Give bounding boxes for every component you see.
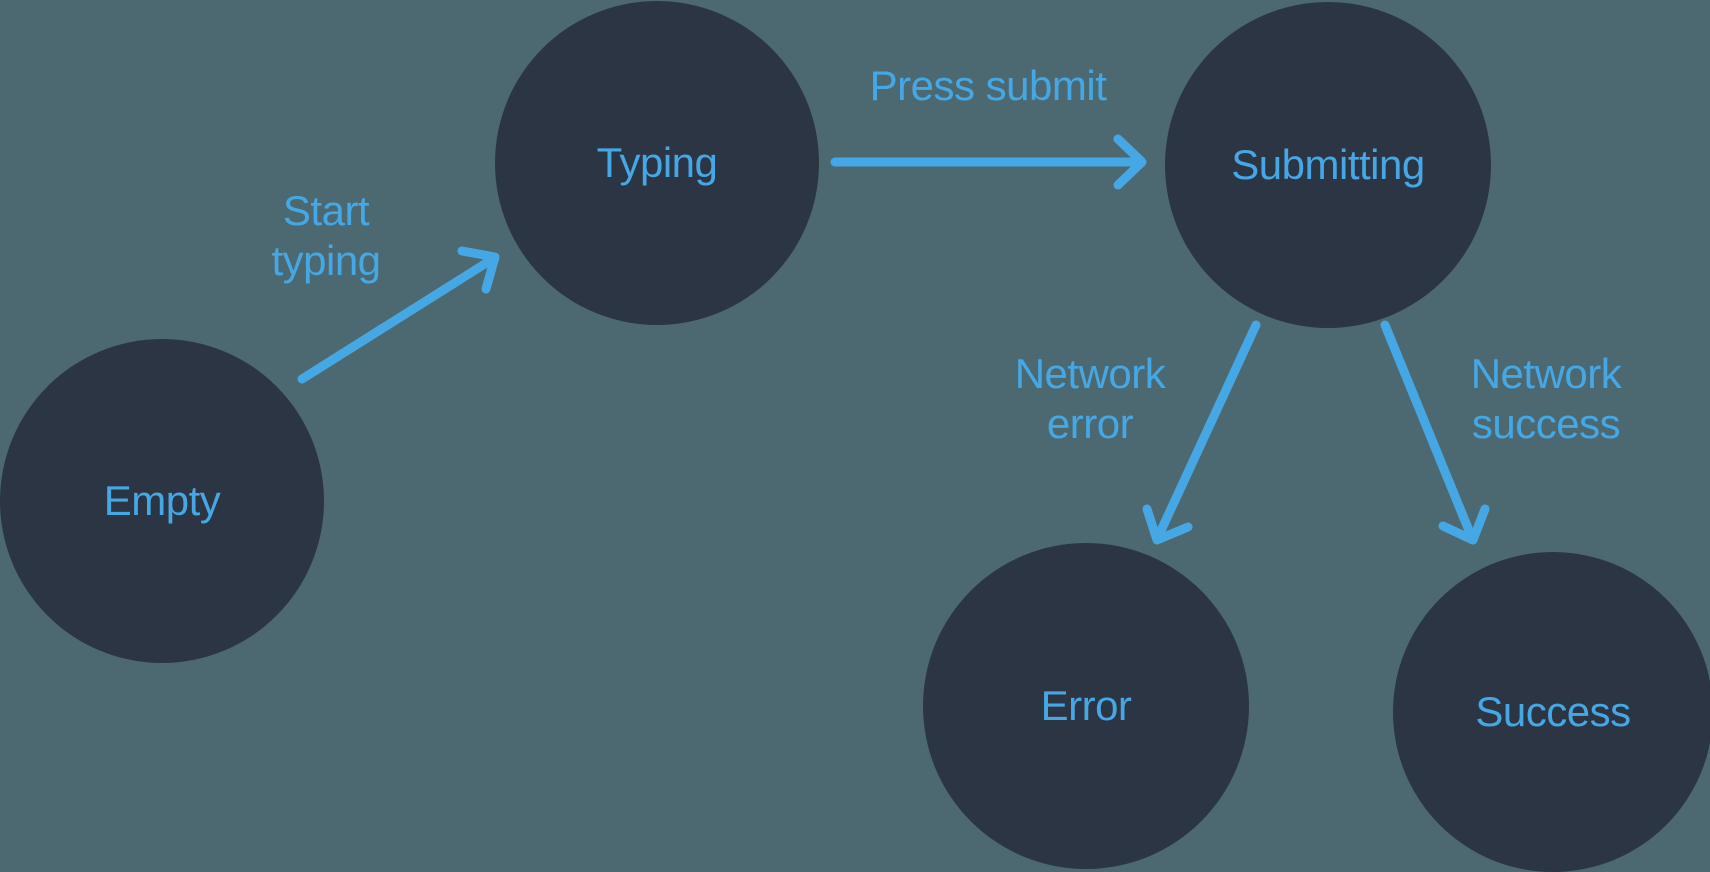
- transition-arrow-start-typing: [297, 246, 500, 384]
- state-node-label: Empty: [103, 477, 221, 524]
- transition-label-line: error: [1046, 400, 1134, 447]
- transition-label-line: Start: [282, 187, 370, 234]
- transition-label-network-error: Network error: [1015, 349, 1166, 449]
- transition-label-line: Network: [1470, 350, 1622, 397]
- state-node-empty: Empty: [0, 339, 324, 663]
- transition-arrow-network-error: [1142, 320, 1261, 545]
- transition-label-network-success: Network success: [1471, 349, 1622, 449]
- transition-label-start-typing: Start typing: [271, 186, 381, 286]
- state-node-submitting: Submitting: [1165, 2, 1491, 328]
- transition-label-line: Press submit: [869, 62, 1107, 109]
- state-node-label: Success: [1475, 688, 1631, 735]
- state-node-label: Error: [1040, 682, 1132, 729]
- transition-label-line: Network: [1014, 350, 1166, 397]
- transition-label-press-submit: Press submit: [870, 61, 1107, 111]
- transition-label-line: success: [1471, 400, 1621, 447]
- state-node-error: Error: [923, 543, 1249, 869]
- transition-arrow-network-success: [1380, 320, 1490, 545]
- state-node-label: Submitting: [1231, 141, 1425, 188]
- transition-arrow-press-submit: [830, 134, 1147, 190]
- state-node-typing: Typing: [495, 1, 819, 325]
- state-node-label: Typing: [596, 139, 718, 186]
- transition-label-line: typing: [271, 237, 381, 284]
- state-node-success: Success: [1393, 552, 1710, 872]
